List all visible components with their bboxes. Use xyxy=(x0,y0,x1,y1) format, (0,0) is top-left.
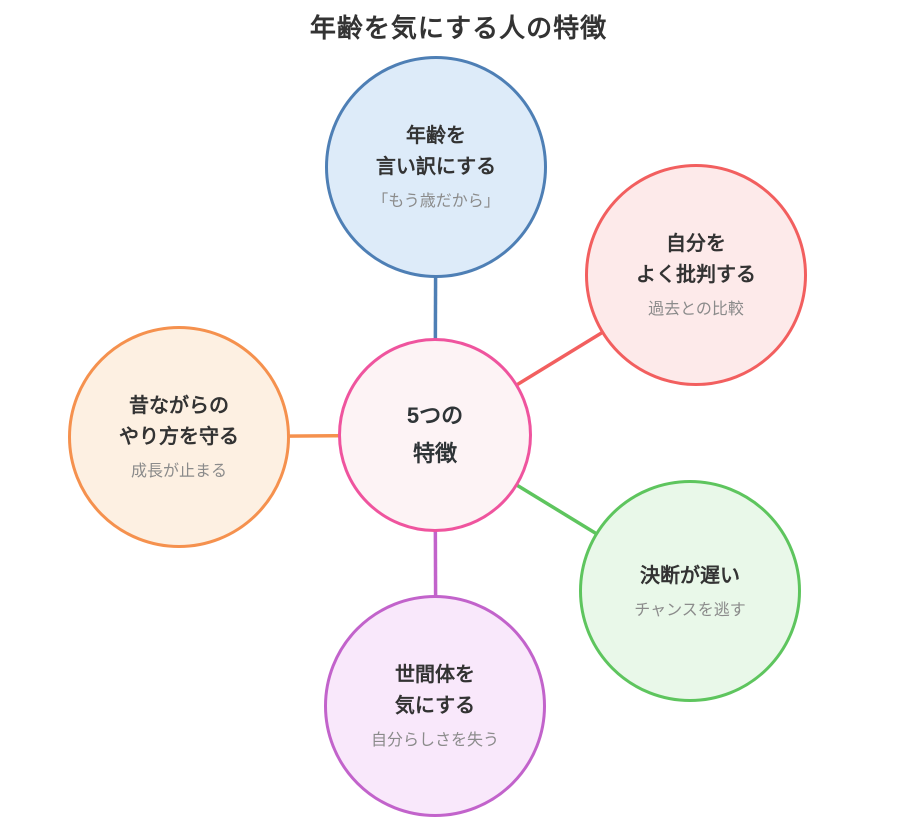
node-label-age-excuse: 年齢を 言い訳にする xyxy=(375,125,497,179)
node-label-slow-decision: 決断が遅い xyxy=(640,564,740,587)
node-subtitle-self-criticism: 過去との比較 xyxy=(648,301,744,319)
node-subtitle-slow-decision: チャンスを逃す xyxy=(634,601,746,619)
node-subtitle-old-ways: 成長が止まる xyxy=(130,463,227,481)
node-subtitle-public-image: 自分らしさを失う xyxy=(370,732,499,750)
node-label-public-image: 世間体を 気にする xyxy=(394,664,476,718)
node-label-old-ways: 昔ながらの やり方を守る xyxy=(119,395,239,449)
node-label-self-criticism: 自分を よく批判する xyxy=(636,233,756,287)
node-circle-public-image: 世間体を 気にする 自分らしさを失う xyxy=(324,595,546,817)
node-circle-slow-decision: 決断が遅い チャンスを逃す xyxy=(579,480,801,702)
node-subtitle-age-excuse: 「もう歳だから」 xyxy=(372,193,500,211)
diagram-title: 年齢を気にする人の特徴 xyxy=(309,13,608,43)
node-circle-age-excuse: 年齢を 言い訳にする 「もう歳だから」 xyxy=(325,56,547,278)
node-circle-self-criticism: 自分を よく批判する 過去との比較 xyxy=(585,164,807,386)
node-circle-old-ways: 昔ながらの やり方を守る 成長が止まる xyxy=(68,326,290,548)
node-label-center: 5つの 特徴 xyxy=(406,402,464,467)
node-circle-center: 5つの 特徴 xyxy=(338,338,532,532)
